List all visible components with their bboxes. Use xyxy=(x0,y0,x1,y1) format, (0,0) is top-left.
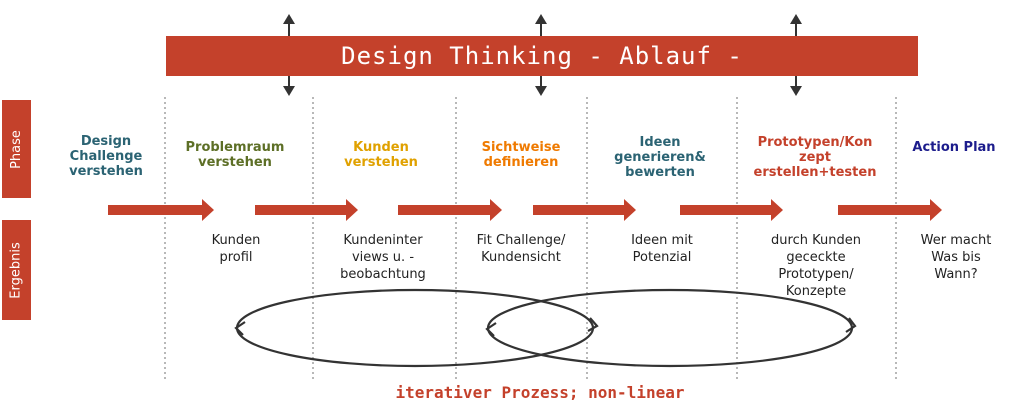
loop-right xyxy=(486,288,854,368)
iteration-loops xyxy=(234,288,857,368)
result-kundenprofil: Kunden profil xyxy=(211,233,261,265)
title-bar: Design Thinking - Ablauf - xyxy=(166,36,918,76)
phase-side-label-text: Phase xyxy=(9,129,25,169)
result-kundeninterviews: Kundeninter views u. - beobachtung xyxy=(340,233,426,282)
result-fit-challenge: Fit Challenge/ Kundensicht xyxy=(476,233,566,265)
diagram-title: Design Thinking - Ablauf - xyxy=(341,42,743,70)
phase-ideen: Ideen generieren& bewerten xyxy=(614,135,706,180)
result-side-label-text: Ergebnis xyxy=(9,241,24,299)
phase-sichtweise: Sichtweise definieren xyxy=(481,140,561,170)
process-arrow-1 xyxy=(108,199,214,221)
phase-design-challenge: Design Challenge verstehen xyxy=(69,134,143,179)
process-arrows xyxy=(108,199,942,221)
phase-kunden: Kunden verstehen xyxy=(344,140,418,170)
process-arrow-6 xyxy=(838,199,942,221)
phase-action-plan: Action Plan xyxy=(912,140,996,155)
result-ideen-potenzial: Ideen mit Potenzial xyxy=(631,233,693,265)
footer-iterative-process: iterativer Prozess; non-linear xyxy=(395,383,685,402)
process-arrow-2 xyxy=(255,199,358,221)
phase-prototypen: Prototypen/Kon zept erstellen+testen xyxy=(753,135,877,180)
process-arrow-3 xyxy=(398,199,502,221)
result-side-label: Ergebnis xyxy=(2,220,31,320)
result-prototypen: durch Kunden gececkte Prototypen/ Konzep… xyxy=(771,233,861,299)
phase-problemraum: Problemraum verstehen xyxy=(185,140,285,170)
result-action-plan: Wer macht Was bis Wann? xyxy=(920,233,992,282)
process-arrow-5 xyxy=(680,199,783,221)
process-arrow-4 xyxy=(533,199,636,221)
phase-side-label: Phase xyxy=(2,100,31,198)
